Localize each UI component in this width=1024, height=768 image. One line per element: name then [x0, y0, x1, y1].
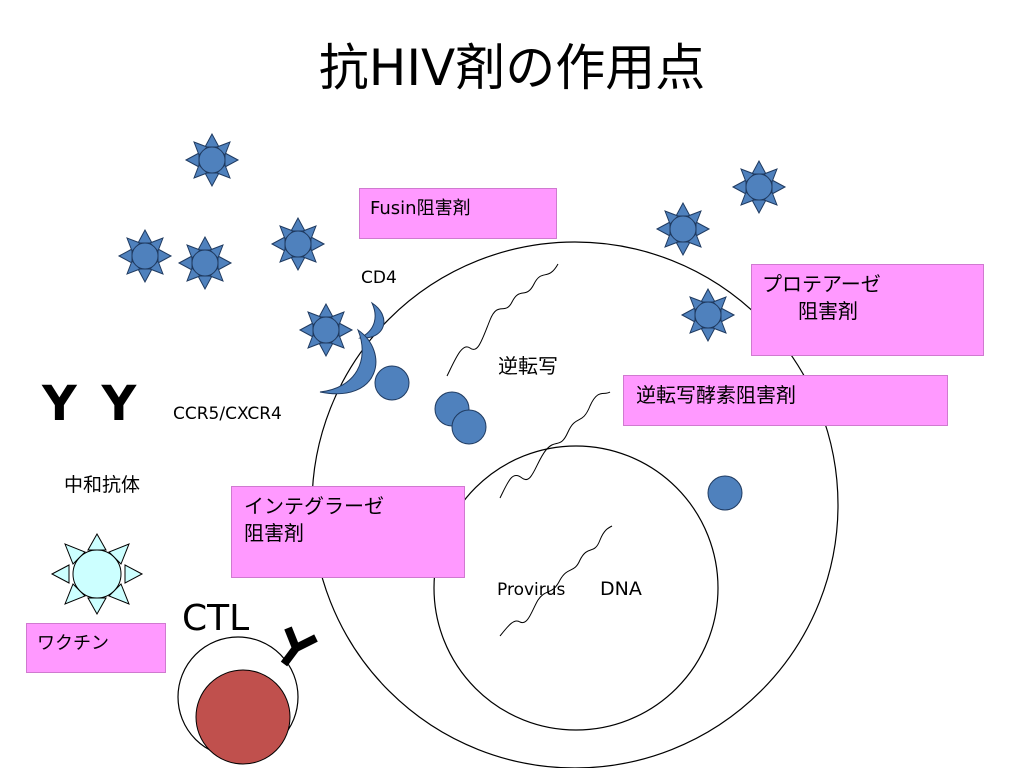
- vaccine-box: ワクチン: [26, 623, 166, 673]
- ccr5-cxcr4-label: CCR5/CXCR4: [173, 404, 282, 424]
- provirus-label: Provirus: [497, 580, 566, 600]
- integrase-inhibitor-line1: インテグラーゼ: [244, 494, 384, 518]
- hiv-virus: [178, 236, 232, 290]
- ctl-nucleus: [195, 669, 291, 765]
- reverse-transcribed-strand: [499, 391, 611, 499]
- cd4-receptor: [358, 301, 385, 339]
- ccr5-coreceptor: [319, 328, 377, 395]
- viral-rna-strand: [446, 263, 559, 377]
- ctl-receptor: [280, 626, 318, 667]
- rt-inhibitor-box: 逆転写酵素阻害剤: [623, 375, 948, 426]
- cd4-label: CD4: [361, 268, 397, 288]
- provirus-strand: [499, 525, 613, 637]
- viral-particle: [707, 475, 743, 511]
- protease-inhibitor-line2: 阻害剤: [798, 299, 858, 323]
- hiv-virus: [271, 217, 325, 271]
- integrase-inhibitor-box: インテグラーゼ 阻害剤: [231, 486, 465, 578]
- hiv-virus: [681, 288, 735, 342]
- hiv-virus: [185, 133, 239, 187]
- hiv-virus: [656, 202, 710, 256]
- protease-inhibitor-box: プロテアーゼ 阻害剤: [751, 264, 984, 356]
- nucleus: [433, 445, 719, 731]
- fusin-inhibitor-label: Fusin阻害剤: [370, 198, 471, 219]
- protease-inhibitor-line1: プロテアーゼ: [762, 272, 881, 296]
- viral-particle: [451, 409, 487, 445]
- dna-label: DNA: [600, 578, 642, 600]
- integrase-inhibitor-line2: 阻害剤: [244, 521, 304, 545]
- page-title: 抗HIV剤の作用点: [318, 39, 706, 97]
- neutralizing-antibody-label: 中和抗体: [64, 474, 141, 496]
- rt-inhibitor-label: 逆転写酵素阻害剤: [636, 383, 796, 407]
- hiv-virus: [732, 160, 786, 214]
- hiv-virus: [118, 229, 172, 283]
- hiv-virus: [299, 303, 353, 357]
- ctl-label: CTL: [182, 598, 250, 639]
- viral-particle: [374, 365, 410, 401]
- vaccine-virus: [50, 532, 144, 616]
- reverse-transcription-label: 逆転写: [498, 354, 558, 378]
- fusin-inhibitor-box: Fusin阻害剤: [359, 188, 557, 239]
- vaccine-label: ワクチン: [37, 633, 109, 654]
- antibody-glyphs: Y Y: [42, 376, 141, 432]
